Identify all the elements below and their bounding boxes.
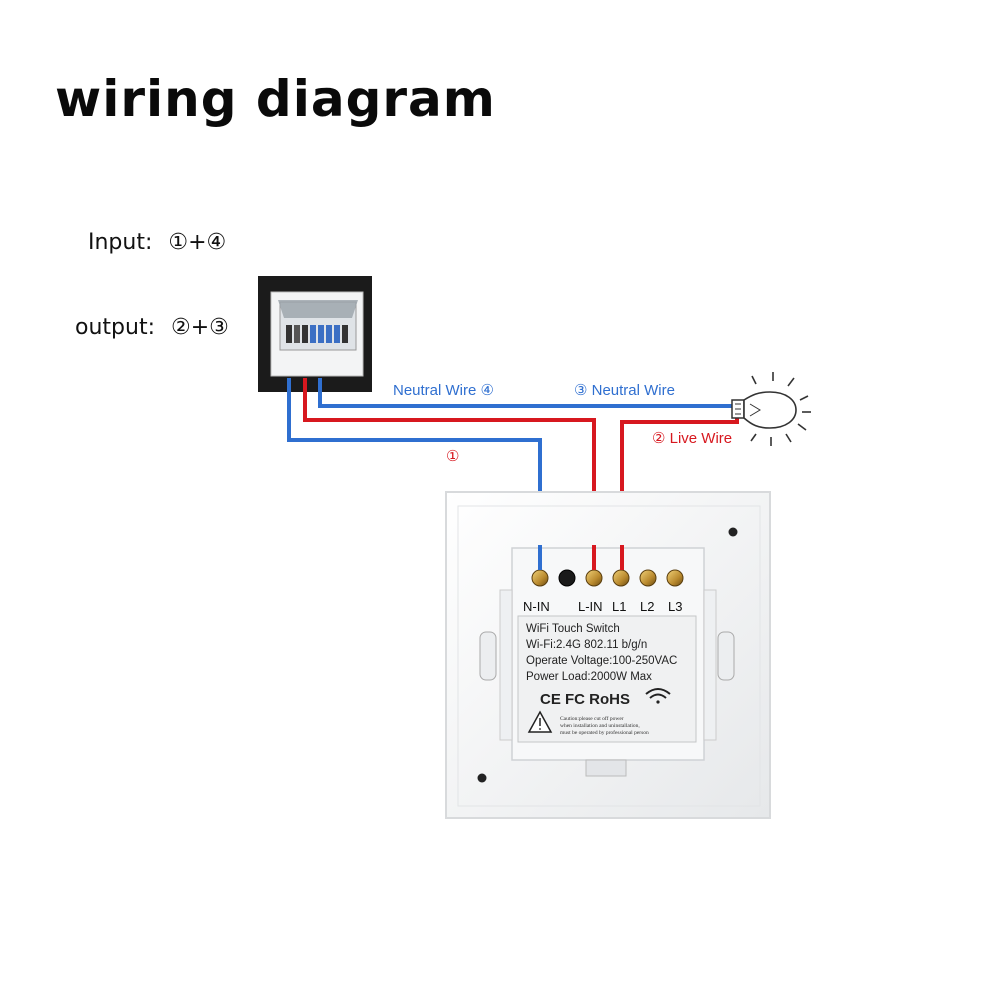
screw-hole-top [728,527,738,537]
wire-terminal-ends [538,545,624,570]
warning-line-2: when installation and uninstallation, [560,723,640,729]
page-title: wiring diagram [55,70,496,128]
cert-marks: CE FC RoHS [540,691,630,708]
wire-4-neutral [318,378,735,408]
module-side-left [499,589,513,741]
module-side-right [703,589,717,741]
box-cover [278,300,358,318]
warning-icon [527,710,553,733]
terminal-label-n-in: N-IN [523,599,550,614]
label-live-wire-2: ② Live Wire [652,430,732,447]
module-bottom-latch [585,759,627,777]
terminal-label-l3: L3 [668,599,682,614]
label-wire-1: ① [446,448,459,465]
output-label: output: [75,315,155,340]
warning-line-3: must be operated by professional person [560,729,649,736]
switch-back-plate: N-IN L-IN L1 L2 L3 WiFi Touch Switch Wi-… [445,491,771,819]
sticker-line-voltage: Operate Voltage:100-250VAC [526,655,677,667]
screw-hole-bottom [477,773,487,783]
breakers [286,325,348,343]
terminal-label-l1: L1 [612,599,626,614]
mount-slot-left [479,631,497,681]
input-value: ①+④ [168,230,227,255]
terminal-label-l2: L2 [640,599,654,614]
wire-live-in [303,378,596,560]
terminal-screws [531,569,684,587]
input-legend: Input: ①+④ [88,230,226,255]
sticker-line-wifi: Wi-Fi:2.4G 802.11 b/g/n [526,639,647,651]
label-neutral-wire-4: Neutral Wire ④ [393,382,494,399]
plate-inner [457,505,761,807]
output-legend: output: ②+③ [75,315,229,340]
distribution-box [258,276,372,392]
input-label: Input: [88,230,153,255]
sticker-line-product: WiFi Touch Switch [526,623,620,635]
spec-sticker [517,615,697,743]
warning-line-1: Caution:please cut off power [560,715,624,722]
terminal-label-l-in: L-IN [578,599,603,614]
sticker-line-load: Power Load:2000W Max [526,671,652,683]
wifi-icon [645,688,671,704]
output-value: ②+③ [170,315,229,340]
light-bulb-icon [731,372,811,446]
mount-slot-right [717,631,735,681]
label-neutral-wire-3: ③ Neutral Wire [574,382,675,399]
